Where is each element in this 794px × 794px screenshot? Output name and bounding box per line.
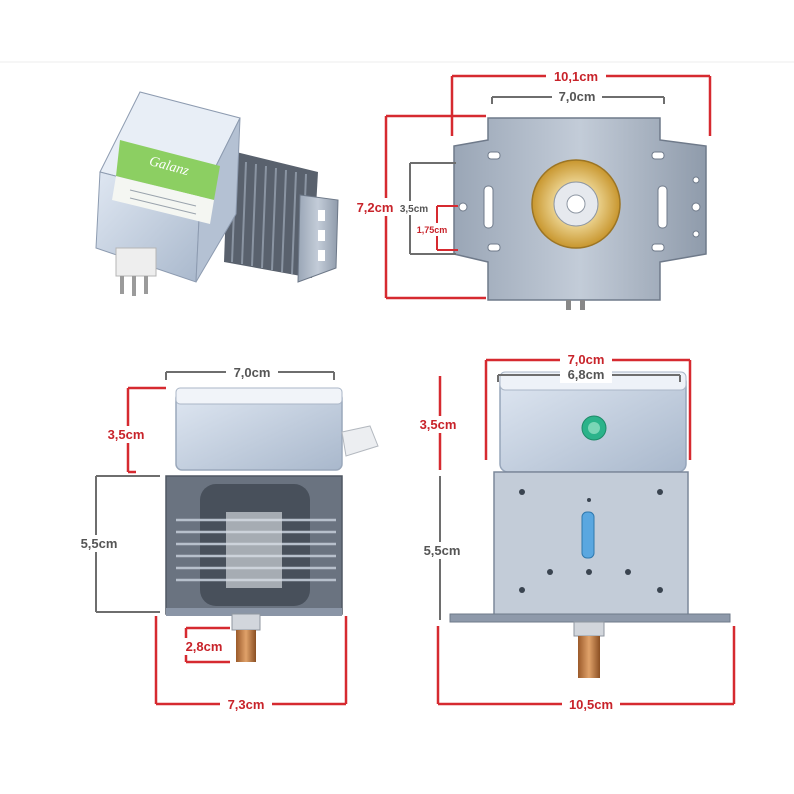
brand-label-plate — [116, 140, 220, 200]
side-view: 7,0cm 3,5cm 5,5cm 2,8cm — [74, 363, 379, 713]
front-slots — [458, 151, 701, 252]
front-height-label: 7,2cm — [357, 200, 394, 215]
side-antenna-height-label: 2,8cm — [186, 639, 223, 654]
terminals — [115, 247, 157, 296]
back-top-width-outer-label: 7,0cm — [568, 352, 605, 367]
side-body-height-label: 5,5cm — [81, 536, 118, 551]
side-bottom-width-label: 7,3cm — [228, 697, 265, 712]
back-blue-slot — [581, 511, 595, 559]
side-antenna-base — [231, 613, 261, 631]
front-width-outer-label: 10,1cm — [554, 69, 598, 84]
back-body-height-label: 5,5cm — [424, 543, 461, 558]
side-filter-box — [175, 387, 379, 471]
side-top-height-label: 3,5cm — [108, 427, 145, 442]
back-top-width-inner-label: 6,8cm — [568, 367, 605, 382]
filter-box: Galanz — [95, 91, 241, 283]
side-antenna — [236, 630, 256, 662]
side-bracket — [297, 194, 339, 283]
side-top-width-label: 7,0cm — [234, 365, 271, 380]
back-flange-width-label: 10,5cm — [569, 697, 613, 712]
perspective-view: Galanz — [95, 91, 339, 296]
back-antenna — [578, 636, 600, 678]
back-filter-box — [499, 371, 687, 473]
front-hole-offset-label: 1,75cm — [417, 225, 448, 235]
back-flange — [449, 613, 731, 623]
back-top-height-label: 3,5cm — [420, 417, 457, 432]
front-hole-spacing-label: 3,5cm — [400, 204, 428, 215]
front-width-inner-label: 7,0cm — [559, 89, 596, 104]
back-holes — [519, 489, 663, 593]
front-view: 10,1cm 7,0cm 7,2cm 3,5cm — [354, 66, 712, 310]
back-view: 7,0cm 6,8cm 3,5cm 5,5cm 10,5cm — [414, 351, 736, 713]
